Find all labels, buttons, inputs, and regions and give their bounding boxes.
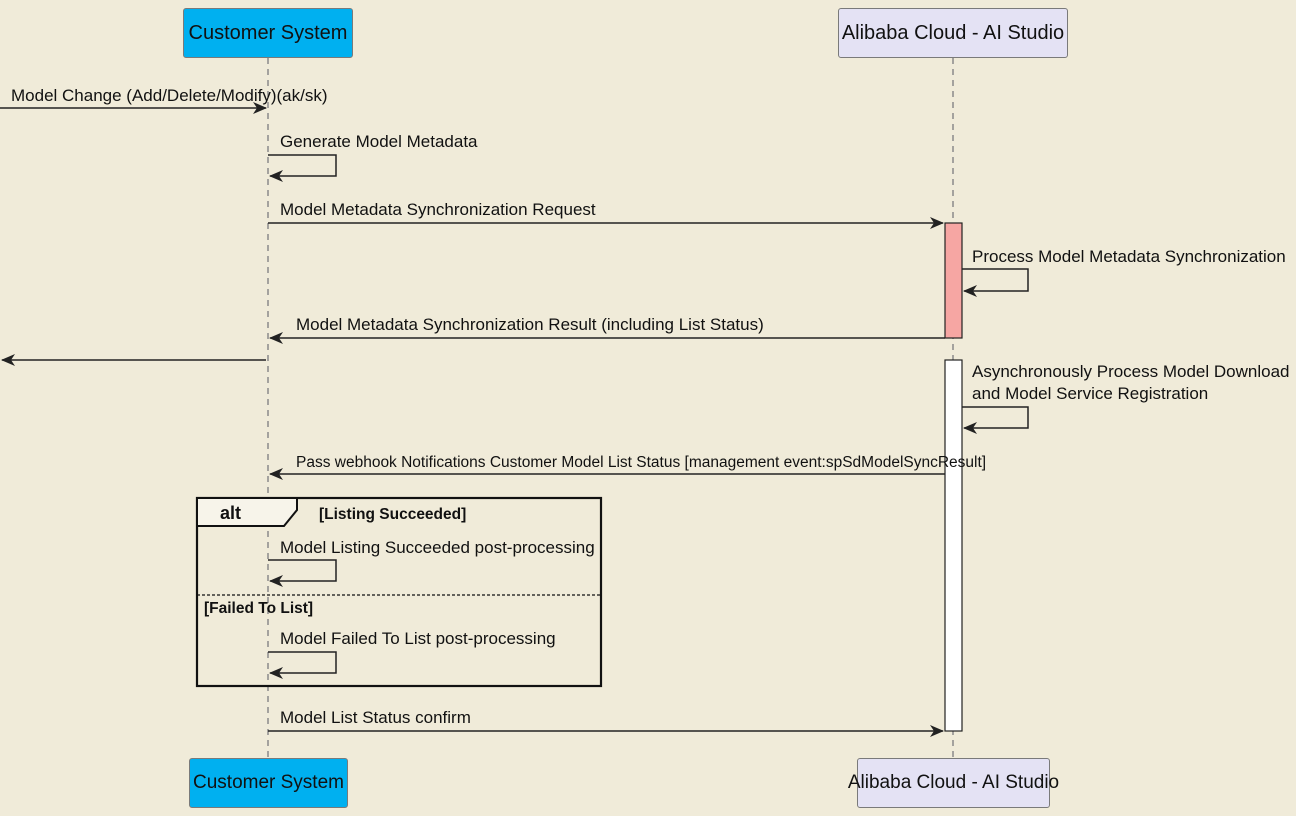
participant-alibaba-cloud-top: Alibaba Cloud - AI Studio	[838, 8, 1068, 58]
alt-fragment-tab	[196, 497, 298, 527]
participant-customer-system-bottom: Customer System	[189, 758, 348, 808]
self-arrow-process-sync	[962, 268, 1029, 297]
message-label-list-status-confirm: Model List Status confirm	[280, 708, 471, 727]
alt-fragment-frame	[195, 496, 603, 688]
self-arrow-listing-succeeded	[268, 559, 337, 587]
message-label-async-line1: Asynchronously Process Model Download	[972, 362, 1290, 381]
activation-bar-async	[944, 359, 963, 732]
message-label-process-sync: Process Model Metadata Synchronization	[972, 247, 1286, 266]
participant-customer-system-top: Customer System	[183, 8, 353, 58]
message-label-generate-metadata: Generate Model Metadata	[280, 132, 478, 151]
message-label-async-line2: and Model Service Registration	[972, 384, 1208, 403]
message-label-webhook: Pass webhook Notifications Customer Mode…	[296, 454, 986, 471]
alt-keyword: alt	[220, 503, 241, 523]
alt-guard-failed-to-list: [Failed To List]	[204, 600, 313, 617]
self-arrow-async-process	[962, 406, 1029, 434]
participant-alibaba-cloud-bottom: Alibaba Cloud - AI Studio	[848, 758, 1059, 808]
alt-guard-listing-succeeded: [Listing Succeeded]	[319, 506, 466, 523]
self-arrow-failed-to-list	[268, 651, 337, 679]
message-label-sync-result: Model Metadata Synchronization Result (i…	[296, 315, 764, 334]
message-label-failed-to-list: Model Failed To List post-processing	[280, 629, 556, 648]
message-label-model-change: Model Change (Add/Delete/Modify)(ak/sk)	[11, 86, 328, 105]
message-label-listing-succeeded: Model Listing Succeeded post-processing	[280, 538, 595, 557]
message-label-sync-request: Model Metadata Synchronization Request	[280, 200, 596, 219]
self-arrow-generate-metadata	[268, 154, 337, 182]
activation-bar-sync	[944, 222, 963, 339]
